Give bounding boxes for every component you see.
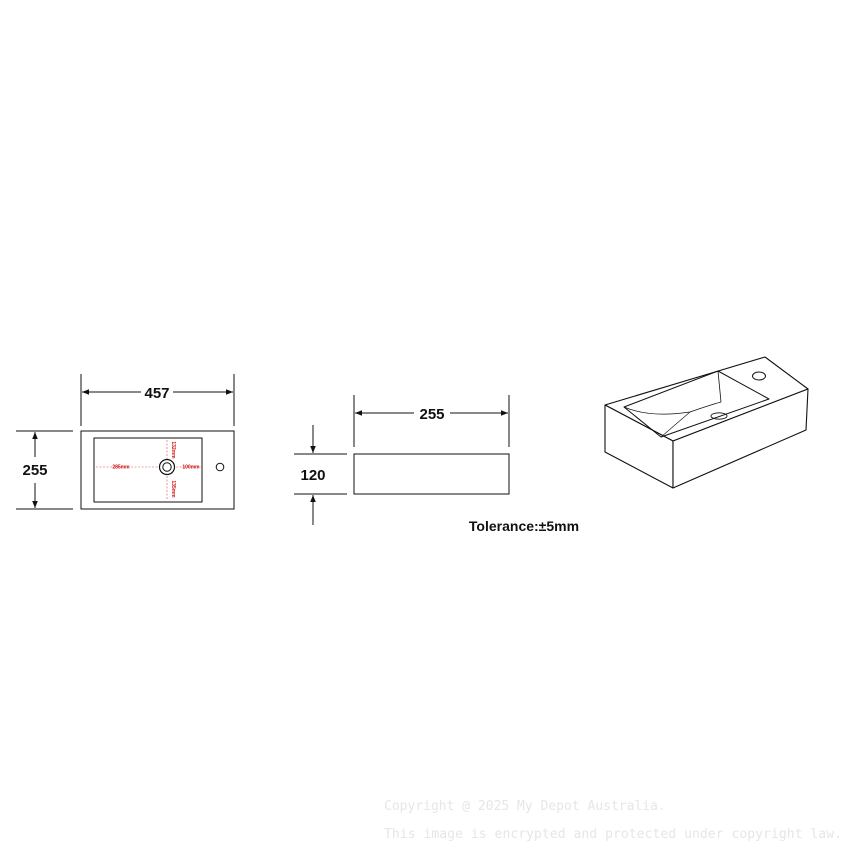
side-width-dimension: 255 (353, 395, 510, 447)
depth-dimension: 255 (16, 430, 73, 510)
height-label: 120 (300, 467, 325, 484)
height-dimension: 120 (294, 425, 347, 525)
top-view: 457 255 285mm 100mm 132mm 135mm (16, 374, 235, 510)
inner-dim-top: 132mm (170, 441, 176, 459)
iso-drain (710, 412, 728, 420)
inner-dim-bottom: 135mm (170, 480, 176, 498)
tolerance-note: Tolerance:±5mm (469, 518, 579, 534)
iso-tap-hole (752, 371, 766, 381)
bowl-outline (93, 437, 203, 503)
watermark-line-2: This image is encrypted and protected un… (384, 827, 842, 842)
side-view: 255 120 (294, 395, 510, 525)
drain-inner (162, 462, 172, 472)
width-dimension: 457 (80, 374, 235, 426)
side-width-label: 255 (419, 406, 444, 423)
side-outline (353, 453, 510, 495)
depth-label: 255 (22, 462, 47, 479)
drain-outer (158, 458, 176, 476)
inner-dim-left: 285mm (112, 465, 130, 471)
watermark-line-1: Copyright @ 2025 My Depot Australia. (384, 799, 666, 814)
inner-dim-right: 100mm (182, 465, 200, 471)
tap-hole (215, 462, 225, 472)
width-label: 457 (144, 385, 169, 402)
basin-outline (80, 430, 235, 510)
isometric-view (604, 356, 809, 489)
